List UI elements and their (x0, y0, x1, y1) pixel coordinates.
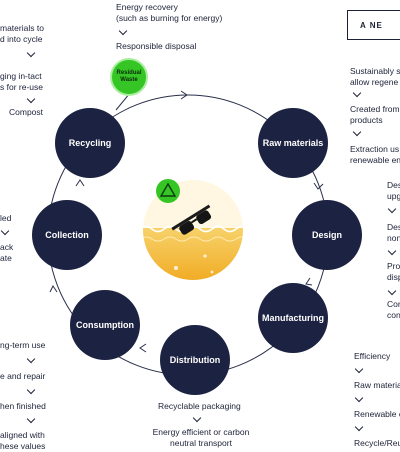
node-raw-materials: Raw materials (258, 108, 328, 178)
right-text-2b: products (350, 115, 383, 125)
manufacturing-text-1: Efficiency (354, 351, 391, 361)
new-section-header-label: A NE (360, 20, 383, 30)
left-text-2a: ging in-tact (0, 71, 42, 81)
node-collection-label: Collection (45, 230, 89, 240)
arrow-icon (49, 285, 58, 293)
residual-waste-label-2: Waste (120, 77, 138, 83)
design-text-1a: Des (387, 180, 400, 190)
design-text-1b: upg (387, 191, 400, 201)
left-text-1b: d into cycle (0, 34, 43, 44)
left-text-9a: aligned with (0, 430, 45, 440)
residual-waste-label-1: Residual (116, 70, 142, 76)
arrow-icon (75, 179, 85, 187)
design-text-4a: Con (387, 299, 400, 309)
left-text-4: led (0, 213, 12, 223)
node-collection: Collection (32, 200, 102, 270)
design-text-2b: non (387, 233, 400, 243)
transport-label-1: Energy efficient or carbon (152, 427, 250, 437)
energy-recovery-sub: (such as burning for energy) (116, 13, 223, 23)
design-text-3b: disp (387, 272, 400, 282)
manufacturing-text-4: Recycle/Reu (354, 438, 400, 448)
right-text-3b: renewable en (350, 155, 400, 165)
energy-recovery-label: Energy recovery (116, 2, 178, 12)
sunglasses-icon (171, 204, 212, 235)
node-distribution-label: Distribution (169, 355, 221, 365)
left-text-7: e and repair (0, 371, 46, 381)
left-text-6: ng-term use (0, 340, 46, 350)
node-design: Design (292, 200, 362, 270)
responsible-disposal-label: Responsible disposal (116, 41, 197, 51)
arrow-icon (313, 182, 324, 190)
node-distribution: Distribution (160, 325, 230, 395)
manufacturing-text-2: Raw materia (354, 380, 400, 390)
left-text-2b: s for re-use (0, 82, 43, 92)
node-design-label: Design (311, 230, 342, 240)
node-consumption-label: Consumption (76, 320, 134, 330)
right-text-3a: Extraction us (350, 144, 400, 154)
left-text-compost: Compost (9, 107, 44, 117)
design-text-3a: Pro (387, 261, 400, 271)
node-recycling-label: Recycling (68, 138, 112, 148)
right-text-1a: Sustainably s (350, 66, 400, 76)
arrow-icon (139, 343, 147, 353)
manufacturing-text-3: Renewable e (354, 409, 400, 419)
recyclable-packaging-label: Recyclable packaging (158, 401, 241, 411)
node-consumption: Consumption (70, 290, 140, 360)
arrow-icon (180, 90, 188, 100)
node-raw-materials-label: Raw materials (262, 138, 324, 148)
right-text-1b: allow regene (350, 77, 399, 87)
right-text-2a: Created from (350, 104, 400, 114)
design-text-4b: con (387, 310, 400, 320)
transport-label-2: neutral transport (170, 438, 232, 448)
left-text-9b: hese values (0, 441, 46, 451)
arrow-icon (305, 277, 313, 286)
left-text-1a: materials to (0, 23, 44, 33)
new-section-header: A NE (347, 10, 400, 40)
left-text-8: hen finished (0, 401, 46, 411)
node-manufacturing: Manufacturing (258, 283, 328, 353)
recycle-icon (156, 179, 180, 203)
residual-waste-node: Residual Waste (110, 58, 148, 96)
left-text-5b: ate (0, 253, 12, 263)
left-text-5a: ack (0, 242, 14, 252)
node-manufacturing-label: Manufacturing (262, 313, 324, 323)
design-text-2a: Des (387, 222, 400, 232)
node-recycling: Recycling (55, 108, 125, 178)
